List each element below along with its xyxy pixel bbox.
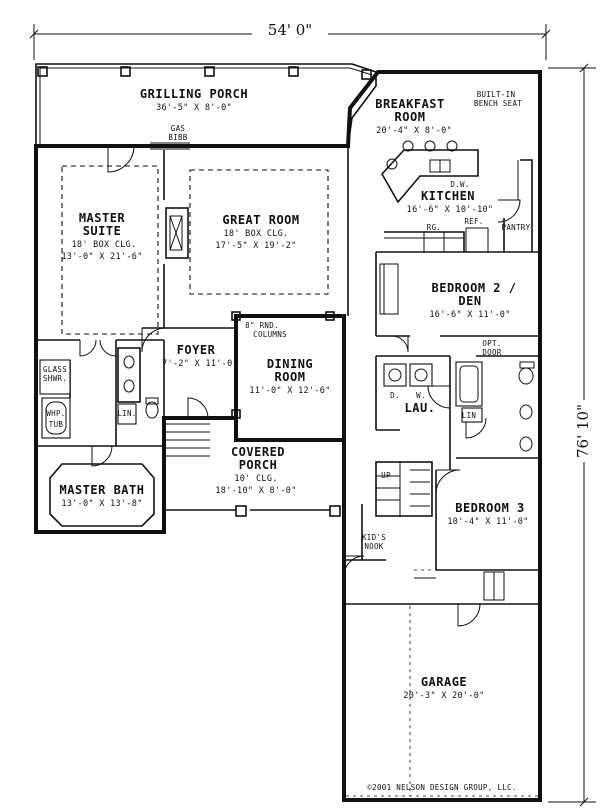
dining-dims: 11'-0" X 12'-6" [249,386,330,396]
bedroom2-name: BEDROOM 2 / [432,281,517,295]
ref-label: REF. [464,217,483,226]
breakfast-name-2: ROOM [395,110,426,124]
great-room-dims: 17'-5" X 19'-2" [215,241,296,251]
laundry-name: LAU. [405,401,436,415]
covered-porch-name: COVERED [231,445,285,459]
bench-seat-line1: BUILT-IN [477,90,516,99]
bedroom2-name-2: DEN [458,294,481,308]
stairs [375,461,433,517]
box-ceilings [61,165,329,335]
closets [379,263,505,601]
range-label: RG. [427,223,441,232]
stairs-up-label: UP [381,471,391,480]
kids-nook-line1: KID'S [362,533,386,542]
kitchen-name: KITCHEN [421,189,475,203]
grilling-porch-dims: 36'-5" X 8'-0" [156,103,232,113]
great-room-clg: 18' BOX CLG. [223,229,288,239]
columns [231,311,335,419]
covered-porch-name-2: PORCH [239,458,278,472]
linen-label: LIN. [117,409,136,418]
dining-name-2: ROOM [275,370,306,384]
pantry-label: PANTRY [502,223,531,232]
master-bath-dims: 13'-0" X 13'-8" [61,499,142,509]
doors [79,142,521,627]
master-suite-dims: 13'-0" X 21'-6" [61,252,142,262]
linen-label-2: LIN [462,411,476,420]
overall-depth-label: 76' 10" [574,404,592,458]
whirlpool-tub-line2: TUB [49,420,64,429]
bedroom2-dims: 16'-6" X 11'-0" [429,310,510,320]
columns-line1: 8" RND. [245,321,279,330]
bench-seat-line2: BENCH SEAT [474,99,522,108]
washer-label: W. [416,391,426,400]
fireplace [165,207,189,259]
garage-dims: 20'-3" X 20'-0" [403,691,484,701]
interior-walls [36,146,540,605]
garage-name: GARAGE [421,675,467,689]
bedroom3-dims: 10'-4" X 11'-0" [447,517,528,527]
master-bath-name: MASTER BATH [60,483,145,497]
labels: GRILLING PORCH 36'-5" X 8'-0" GAS BIBB B… [43,87,531,792]
whirlpool-tub-line1: WHP. [46,409,65,418]
covered-porch-clg: 10' CLG. [234,474,277,484]
foyer-dims: 7'-2" X 11'-0" [162,359,238,369]
depth-dimension: 76' 10" [548,63,596,807]
foyer-name: FOYER [177,343,216,357]
garage-doors [346,569,538,797]
dw-label: D.W. [450,180,469,189]
overall-width-label: 54' 0" [268,21,312,39]
kids-nook-line2: NOOK [364,542,383,551]
kitchen-fixtures [381,140,533,253]
bibb-label: BIBB [168,133,187,142]
dining-name: DINING [267,357,313,371]
gas-label: GAS [171,124,186,133]
glass-shower-line1: GLASS [43,365,67,374]
master-suite-name: MASTER [79,211,126,225]
width-dimension: 54' 0" [29,21,551,60]
kitchen-dims: 16'-6" X 10'-10" [407,205,494,215]
breakfast-dims: 20'-4" X 8'-0" [376,126,452,136]
bath-fixtures [39,347,535,527]
covered-porch-structure [166,423,341,517]
bedroom3-name: BEDROOM 3 [455,501,525,515]
opt-door-line1: OPT. [482,339,501,348]
great-room-name: GREAT ROOM [222,213,299,227]
grilling-porch-name: GRILLING PORCH [140,87,248,101]
copyright-notice: ©2001 NELSON DESIGN GROUP, LLC. [367,783,516,792]
master-suite-clg: 18' BOX CLG. [71,240,136,250]
glass-shower-line2: SHWR. [43,374,67,383]
covered-porch-dims: 18'-10" X 8'-0" [215,486,296,496]
master-suite-name-2: SUITE [83,224,122,238]
dryer-label: D. [390,391,400,400]
columns-line2: COLUMNS [253,330,287,339]
opt-door-line2: DOOR [482,348,501,357]
breakfast-name: BREAKFAST [375,97,445,111]
